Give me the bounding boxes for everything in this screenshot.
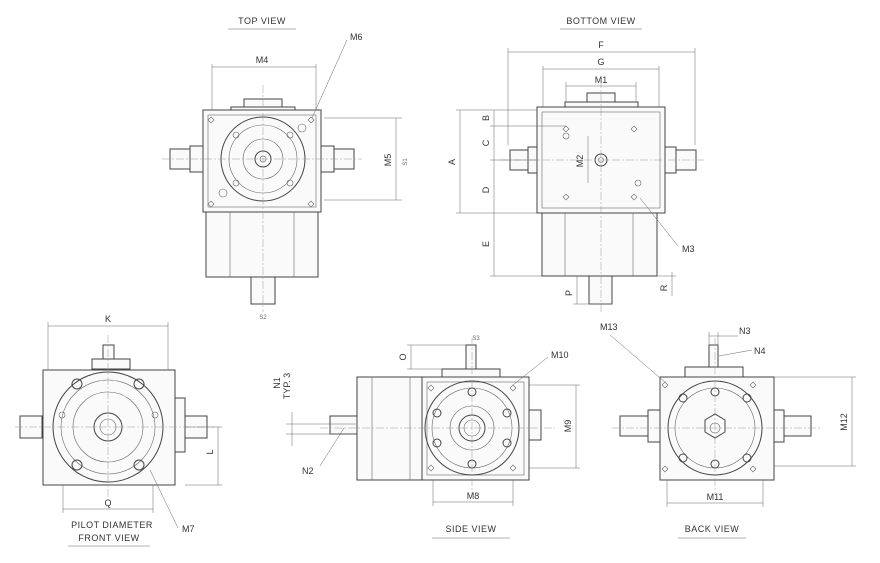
top-view-title: TOP VIEW — [238, 16, 286, 26]
top-view: TOP VIEW — [162, 16, 409, 321]
dim-m3: M3 — [682, 244, 695, 254]
pilot-diameter-caption: PILOT DIAMETER — [71, 520, 153, 530]
dim-m11: M11 — [707, 492, 724, 502]
bottom-view: BOTTOM VIEW F G M1 — [447, 16, 705, 312]
bottom-motor — [541, 212, 658, 277]
dim-a: A — [447, 159, 457, 165]
dim-l: L — [205, 449, 215, 454]
front-view-title: FRONT VIEW — [78, 533, 139, 543]
bottom-view-title: BOTTOM VIEW — [566, 16, 635, 26]
dim-e: E — [481, 241, 491, 247]
dim-m12: M12 — [839, 413, 849, 431]
dim-n1-typ: TYP. 3 — [282, 373, 292, 399]
side-motor — [356, 376, 423, 481]
dim-s1: S1 — [403, 158, 409, 166]
dim-m8: M8 — [467, 491, 480, 501]
dim-b: B — [481, 115, 491, 121]
dim-p: P — [564, 290, 574, 296]
dim-c: C — [481, 139, 491, 146]
dim-m1: M1 — [595, 75, 608, 85]
dim-f: F — [598, 40, 604, 50]
dim-s2: S2 — [259, 315, 267, 321]
dim-m4: M4 — [256, 55, 269, 65]
side-view: N1 TYP. 3 N2 O S3 M10 M9 M8 SIDE VIEW — [272, 336, 580, 539]
back-view-title: BACK VIEW — [685, 524, 740, 534]
dim-n3: N3 — [739, 326, 751, 336]
dim-s3: S3 — [472, 336, 480, 342]
back-housing — [659, 376, 775, 481]
front-housing — [42, 369, 176, 486]
front-view: K L Q M7 PILOT DIAMETER FRONT VIEW — [15, 314, 222, 547]
dim-n1: N1 — [272, 377, 282, 389]
dim-q: Q — [104, 498, 111, 508]
top-motor — [205, 211, 319, 278]
dim-m10: M10 — [551, 350, 569, 360]
dim-m6: M6 — [350, 32, 363, 42]
dim-g: G — [597, 57, 604, 67]
back-view: M13 N3 N4 M12 M11 BACK VIEW — [600, 322, 856, 539]
dim-m5: M5 — [383, 154, 393, 167]
dim-d: D — [481, 186, 491, 193]
dim-o: O — [398, 353, 408, 360]
top-housing — [202, 109, 322, 213]
dim-k: K — [105, 314, 111, 324]
dim-n4: N4 — [754, 346, 766, 356]
dim-m13: M13 — [600, 322, 618, 332]
dim-m2: M2 — [575, 155, 585, 168]
dim-m9: M9 — [563, 420, 573, 433]
side-view-title: SIDE VIEW — [445, 524, 496, 534]
dim-r: R — [659, 284, 669, 291]
dim-m7: M7 — [182, 524, 195, 534]
dim-n2: N2 — [302, 466, 314, 476]
